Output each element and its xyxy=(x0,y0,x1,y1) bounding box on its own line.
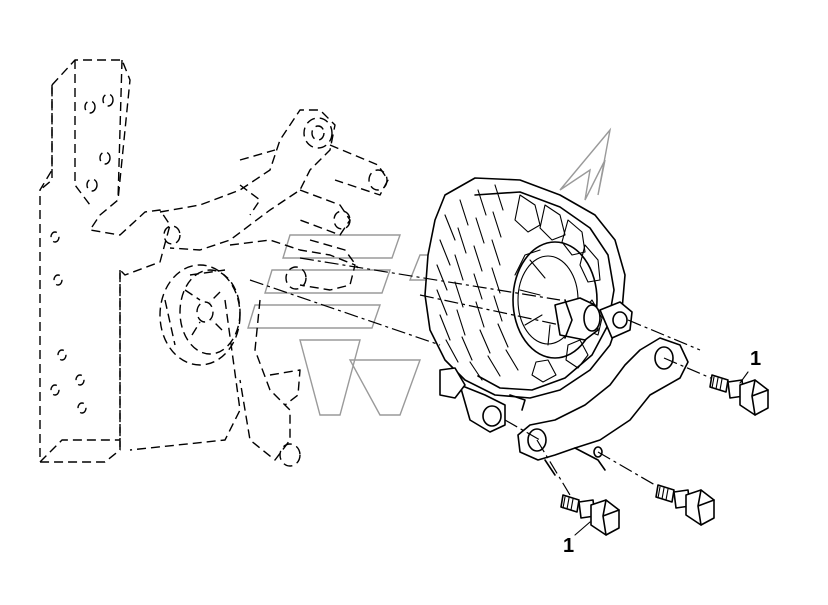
mounting-bracket-outline xyxy=(129,109,389,467)
alignment-center-lines xyxy=(249,257,721,496)
engine-block-outline xyxy=(39,59,171,463)
bolt-right-lower xyxy=(655,484,715,526)
callout-label-upper: 1 xyxy=(750,348,761,370)
callout-label-lower: 1 xyxy=(563,535,574,557)
bolt-right-upper xyxy=(709,374,769,416)
bolt-bottom xyxy=(560,494,620,536)
idler-pulley-outline xyxy=(159,264,241,366)
alternator xyxy=(424,177,633,433)
callout-leaders xyxy=(574,371,749,536)
